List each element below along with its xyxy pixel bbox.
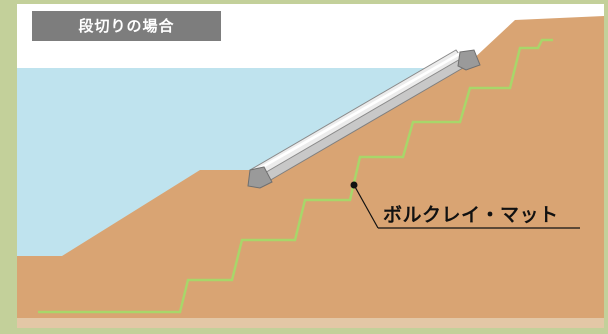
callout-label: ボルクレイ・マット: [383, 204, 559, 226]
ground-bottom-strip: [17, 318, 604, 328]
callout-leader-line: [353, 184, 379, 229]
pipe-end-cap-lower: [247, 166, 273, 189]
title-badge: 段切りの場合: [32, 11, 221, 41]
pipe-assembly: [247, 49, 481, 189]
callout-leader: [350, 181, 580, 229]
pipe-end-cap-upper: [457, 49, 481, 71]
soil-embankment: [17, 16, 604, 318]
stepped-cut-line: [38, 38, 553, 314]
pipe-highlight: [251, 52, 462, 174]
